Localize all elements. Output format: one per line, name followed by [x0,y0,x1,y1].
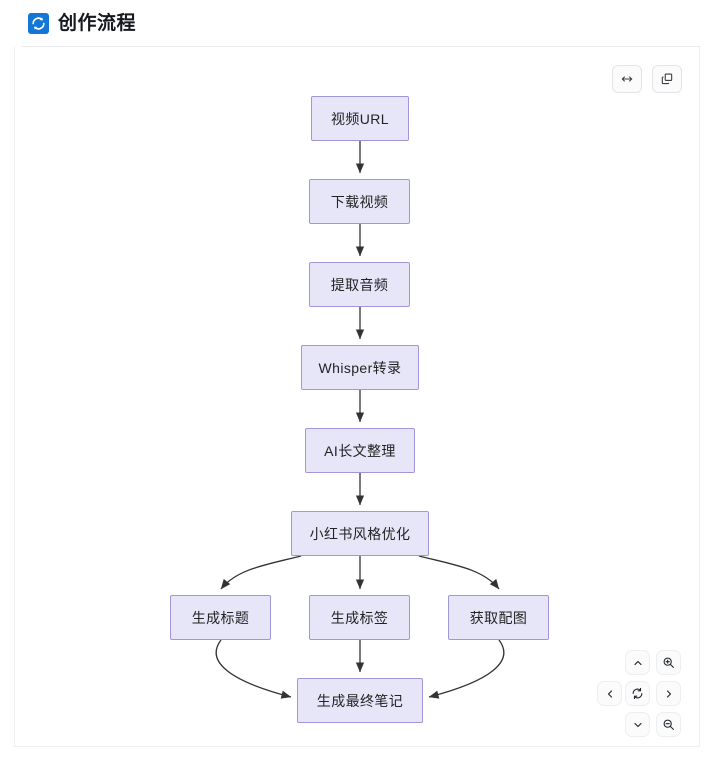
flow-node-extract-audio[interactable]: 提取音频 [309,262,410,307]
fit-width-button[interactable] [612,65,642,93]
page-title: 创作流程 [58,12,137,34]
zoom-out-button[interactable] [656,712,681,737]
flowchart-edges [215,141,505,699]
flow-node-whisper-transcribe[interactable]: Whisper转录 [301,345,419,390]
reset-view-button[interactable] [625,681,650,706]
panel-header: 创作流程 [0,0,714,46]
flow-node-fetch-images[interactable]: 获取配图 [448,595,549,640]
pan-left-button[interactable] [597,681,622,706]
header-divider [22,46,700,47]
pan-down-button[interactable] [625,712,650,737]
sync-refresh-icon [28,12,49,34]
flow-node-generate-tags[interactable]: 生成标签 [309,595,410,640]
pan-up-button[interactable] [625,650,650,675]
flow-node-generate-title[interactable]: 生成标题 [170,595,271,640]
pan-right-button[interactable] [656,681,681,706]
flow-node-video-url[interactable]: 视频URL [311,96,409,141]
canvas-toolbar [612,65,682,93]
flow-node-ai-long-text[interactable]: AI长文整理 [305,428,415,473]
zoom-in-button[interactable] [656,650,681,675]
viewport-controls [597,650,683,738]
flow-node-final-note[interactable]: 生成最终笔记 [297,678,423,723]
flowchart-canvas[interactable]: 视频URL 下载视频 提取音频 Whisper转录 AI长文整理 小红书风格优化… [14,47,700,747]
flow-node-style-optimize[interactable]: 小红书风格优化 [291,511,429,556]
copy-button[interactable] [652,65,682,93]
flow-node-download-video[interactable]: 下载视频 [309,179,410,224]
